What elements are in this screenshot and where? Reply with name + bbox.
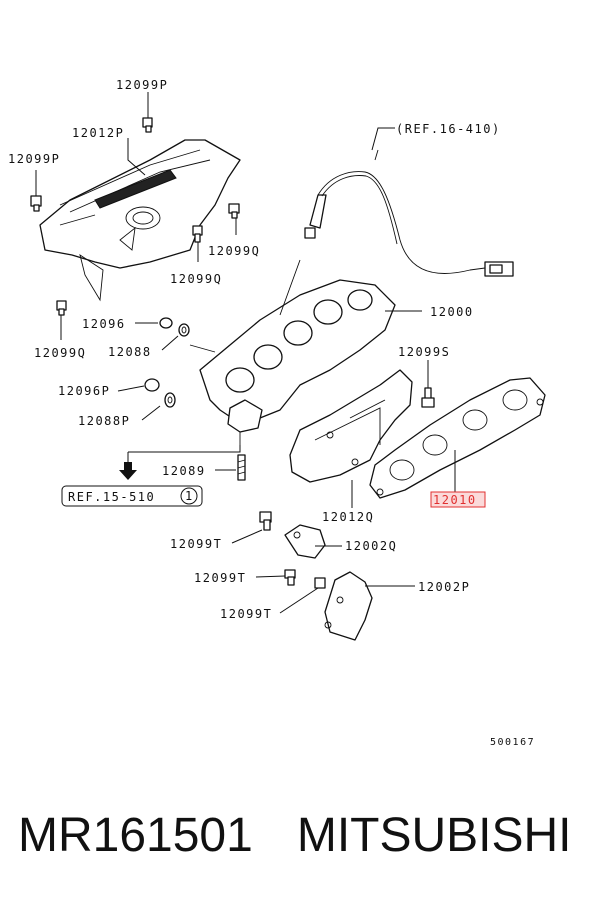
label-12099P-left: 12099P xyxy=(8,152,60,166)
label-12088: 12088 xyxy=(108,345,152,359)
bolt-12099S xyxy=(421,387,435,408)
bracket-12002Q xyxy=(284,524,326,559)
stud-12089 xyxy=(237,454,246,481)
exhaust-manifold-parts-diagram: 12099P 12012P 12099P 12099Q 12099Q 12096… xyxy=(8,78,546,748)
label-12096P: 12096P xyxy=(58,384,110,398)
exhaust-manifold xyxy=(189,259,396,445)
diagram-code: 500167 xyxy=(490,737,535,748)
label-12099S: 12099S xyxy=(398,345,450,359)
label-12099T-b: 12099T xyxy=(194,571,246,585)
label-12099Q-b: 12099Q xyxy=(170,272,222,286)
label-12012P: 12012P xyxy=(72,126,124,140)
bolt-12099P-left xyxy=(30,195,42,212)
bolt-12099P-top xyxy=(142,117,153,133)
heat-protector-lower xyxy=(289,369,413,483)
ref-bottom-circle xyxy=(180,487,198,505)
nut-12096P xyxy=(144,378,160,392)
part-number: MR161501 xyxy=(18,808,253,862)
ref-top-label: (REF.16-410) xyxy=(396,122,501,136)
label-12099T-a: 12099T xyxy=(170,537,222,551)
label-12088P: 12088P xyxy=(78,414,130,428)
label-12000: 12000 xyxy=(430,305,474,319)
bracket-12002P xyxy=(324,571,373,641)
label-12099T-c: 12099T xyxy=(220,607,272,621)
label-12099Q-c: 12099Q xyxy=(34,346,86,360)
nut-12096 xyxy=(159,317,173,329)
ref-bottom-box xyxy=(61,485,203,507)
exhaust-manifold-gasket xyxy=(369,377,546,499)
bolt-12099Q-a xyxy=(228,203,240,219)
bolt-12099Q-b xyxy=(192,225,203,243)
bolt-12099Q-c xyxy=(56,300,67,316)
brand-name: MITSUBISHI xyxy=(296,808,572,862)
label-12099Q-a: 12099Q xyxy=(208,244,260,258)
label-12099P-top: 12099P xyxy=(116,78,168,92)
label-12010: 12010 xyxy=(433,493,477,507)
down-arrow-icon xyxy=(119,462,137,480)
ref-bottom-circle-number: 1 xyxy=(185,489,192,503)
bolt-12099T-b xyxy=(284,569,296,586)
bolt-12099T-c xyxy=(314,577,326,589)
washer-12088P xyxy=(164,392,176,408)
ref-bottom-label: REF.15-510 xyxy=(68,490,155,504)
label-12012Q: 12012Q xyxy=(322,510,374,524)
label-12010-highlight xyxy=(430,491,486,508)
oxygen-sensor xyxy=(304,149,514,277)
label-12089: 12089 xyxy=(162,464,206,478)
label-12002Q: 12002Q xyxy=(345,539,397,553)
part-footer: MR161501 MITSUBISHI xyxy=(18,800,588,870)
label-12002P: 12002P xyxy=(418,580,470,594)
label-12096: 12096 xyxy=(82,317,126,331)
bolt-12099T-a xyxy=(259,511,272,531)
heat-protector-upper xyxy=(39,139,241,302)
washer-12088 xyxy=(178,323,190,337)
